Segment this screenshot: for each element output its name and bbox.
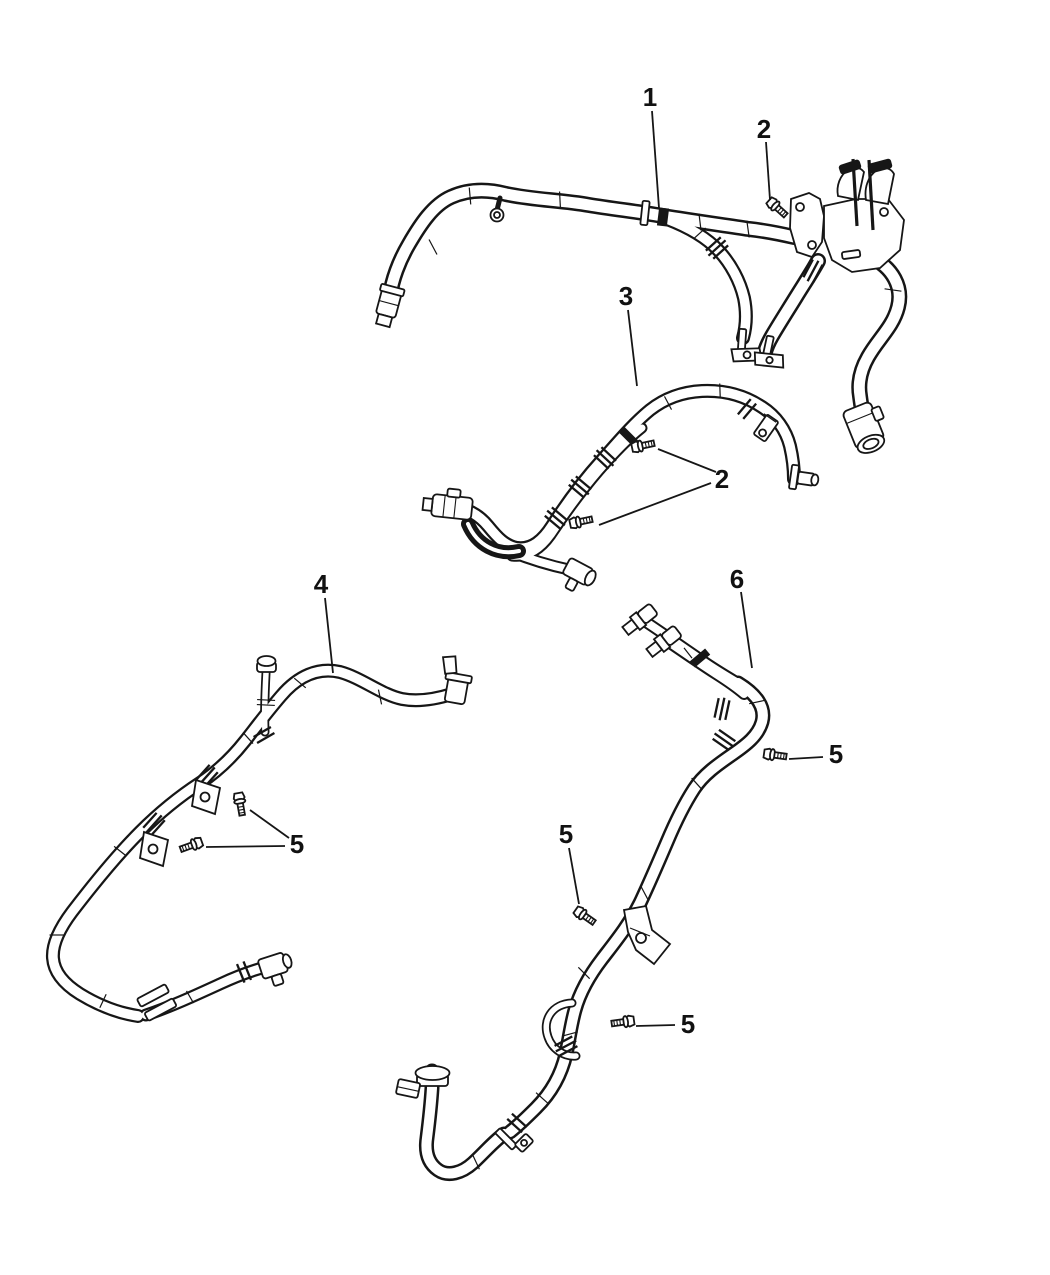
leader-line	[205, 845, 286, 848]
hose-segment-tick	[535, 1092, 549, 1104]
hose-segment-tick	[749, 699, 765, 705]
hose1-s-end-connector	[842, 401, 886, 454]
hose3-outlet	[787, 463, 820, 491]
callout-label: 2	[715, 464, 729, 494]
hose-assembly-3	[421, 391, 820, 592]
hose4-end-connector	[257, 952, 293, 987]
hose-segment-tick	[428, 239, 438, 255]
hose4-bracket-lower	[138, 830, 170, 868]
leader-line	[788, 756, 824, 760]
hose1-clamp	[639, 199, 651, 227]
hose-segment-tick	[99, 993, 107, 1009]
bolt-icon	[568, 512, 595, 531]
callout-label: 4	[314, 569, 329, 599]
hose-segment-tick	[763, 413, 777, 423]
leader-line	[765, 141, 771, 201]
callout-6-5: 6	[730, 564, 753, 669]
callout-5-8: 5	[205, 809, 304, 859]
hose-segment-tick	[694, 227, 706, 239]
callout-label: 3	[619, 281, 633, 311]
leader-line	[657, 448, 717, 473]
hose1-mid-end-clamp	[753, 334, 785, 369]
hose-segment-tick	[719, 383, 721, 399]
hose-assembly-1	[374, 158, 905, 454]
hose-segment-tick	[562, 1031, 578, 1037]
hose-segment-tick	[293, 677, 307, 689]
callout-label: 5	[681, 1009, 695, 1039]
callout-label: 5	[290, 829, 304, 859]
callout-1-0: 1	[643, 82, 660, 209]
mounting-bracket	[789, 192, 905, 273]
callout-2-3: 2	[598, 448, 729, 526]
callout-label: 6	[730, 564, 744, 594]
hose4-bracket-upper	[190, 778, 222, 816]
hose6-hook-bracket	[541, 998, 581, 1061]
hose-segment-tick	[884, 288, 902, 292]
hose-segment-tick	[698, 213, 702, 231]
hose-segment-tick	[113, 845, 127, 857]
bolt-icon	[231, 791, 249, 818]
hose-segment-tick	[691, 777, 703, 791]
hose-assembly-6	[395, 603, 763, 1173]
callout-4-4: 4	[314, 569, 334, 674]
leader-line	[568, 847, 580, 905]
hose-segment-tick	[558, 191, 562, 209]
bolt-icon	[177, 835, 205, 856]
hose1-end-connector	[374, 283, 406, 329]
hose6-bottom-flange	[395, 1065, 451, 1099]
leader-line	[651, 110, 660, 209]
leader-line	[635, 1024, 676, 1027]
hose-segment-tick	[377, 689, 383, 705]
leader-line	[324, 597, 334, 674]
hose6-clamp-tab	[494, 1127, 534, 1153]
bolt-icon	[764, 195, 791, 221]
hose4-flange-pair	[136, 983, 177, 1022]
callout-5-7: 5	[559, 819, 580, 905]
callout-label: 5	[559, 819, 573, 849]
hose-segment-tick	[746, 220, 750, 238]
leader-line	[249, 809, 290, 839]
hose-segment-tick	[242, 732, 254, 744]
callout-label: 1	[643, 82, 657, 112]
hose-assembly-4	[53, 655, 473, 1022]
hose4-branch-cap	[256, 655, 277, 707]
hose6-clamp	[689, 648, 711, 668]
bracket-fitting-left	[836, 158, 865, 227]
bolt-icon	[571, 904, 599, 929]
hose6-coupler	[713, 695, 731, 723]
hose3-right-tab	[753, 414, 779, 442]
hose-segment-tick	[577, 966, 591, 980]
hose-segment-tick	[640, 886, 650, 902]
callout-2-1: 2	[757, 114, 771, 201]
bolt-icon	[610, 1013, 636, 1031]
callout-label: 2	[757, 114, 771, 144]
hose-segment-tick	[663, 396, 673, 410]
leader-line	[740, 591, 753, 669]
callout-5-9: 5	[635, 1009, 695, 1039]
hose1-ring-fitting	[489, 195, 505, 223]
hose-segment-tick	[185, 990, 195, 1004]
hose6-wing-bracket	[622, 904, 672, 966]
bolt-icon	[762, 746, 788, 764]
hose6-fitting-front	[621, 603, 658, 637]
hose6-fitting-rear	[645, 625, 682, 659]
hose-segment-tick	[683, 647, 693, 659]
hose3-left-connector	[421, 487, 474, 521]
bracket-fitting-right	[864, 158, 895, 231]
leader-line	[598, 482, 712, 526]
callout-3-2: 3	[619, 281, 638, 387]
leader-line	[627, 309, 638, 387]
callout-5-6: 5	[788, 739, 843, 769]
hose4-right-cap	[442, 655, 473, 706]
hose-segment-tick	[468, 187, 472, 205]
callout-label: 5	[829, 739, 843, 769]
hose3-branch-connector	[562, 557, 597, 592]
hose-segment-tick	[472, 1154, 480, 1170]
hose1-junction	[656, 207, 670, 227]
